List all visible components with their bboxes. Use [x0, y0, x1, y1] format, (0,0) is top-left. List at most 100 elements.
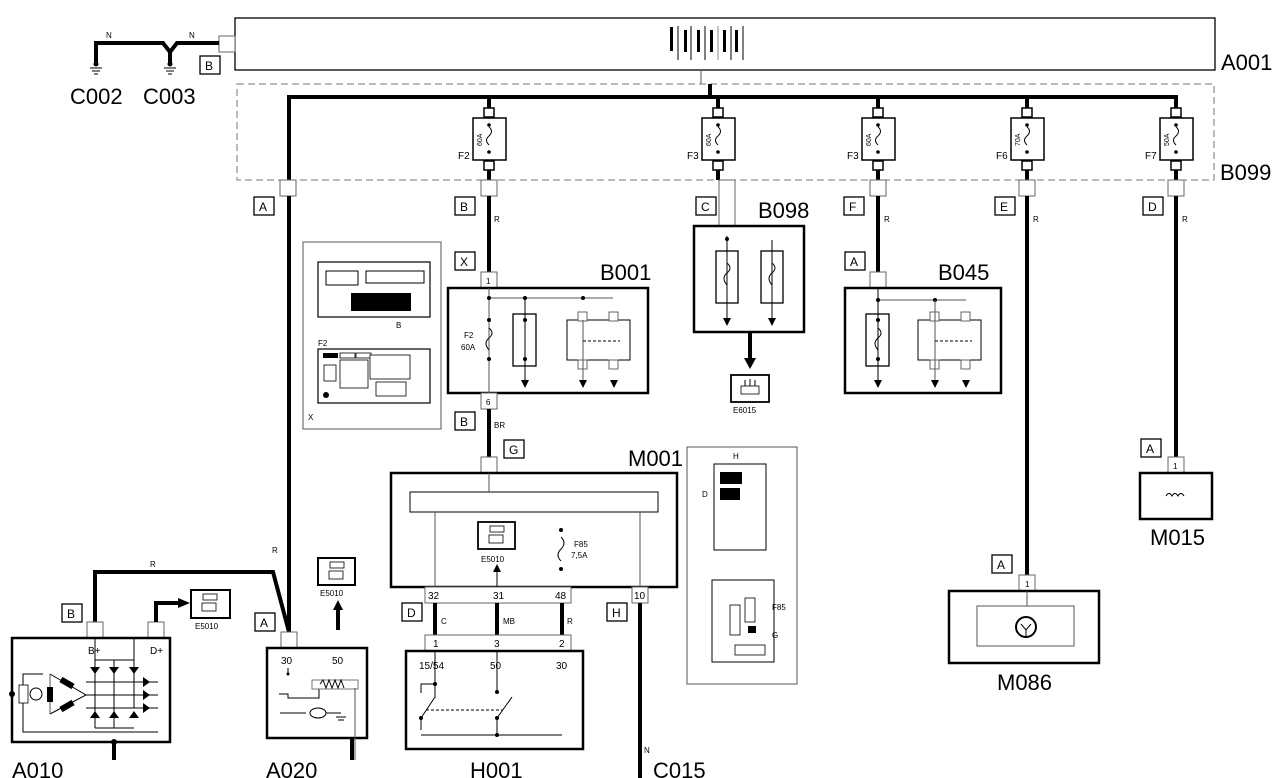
- b099-label[interactable]: B099: [1220, 160, 1271, 185]
- b098-label: B098: [758, 198, 809, 223]
- connector-label-box: [199, 55, 221, 75]
- m015-label: M015: [1150, 525, 1205, 550]
- inset-label: F2: [318, 339, 328, 348]
- component-a001[interactable]: A001: [234, 17, 1272, 75]
- connector-label: H: [612, 606, 621, 620]
- wire-color-label: R: [1182, 215, 1188, 224]
- pin-label: 30: [281, 656, 293, 667]
- pin-label: 10: [634, 591, 646, 602]
- pin-label: 1: [1173, 462, 1178, 471]
- a020-label: A020: [266, 758, 317, 778]
- fuse-rating: 60A: [461, 343, 476, 352]
- connector-label: D: [407, 606, 416, 620]
- inset-label: H: [733, 452, 739, 461]
- component-a020[interactable]: 30 50: [265, 646, 369, 760]
- connector-label: C: [701, 200, 710, 214]
- fuse-f6[interactable]: 70A F6: [996, 97, 1045, 180]
- fuse-label: F2: [464, 331, 474, 340]
- inset-label: G: [772, 631, 778, 640]
- starter-icon: [201, 593, 218, 612]
- c015-label: C015: [653, 758, 706, 778]
- wire-color-label: N: [106, 31, 112, 40]
- pin-label: 31: [493, 591, 505, 602]
- a010-label: A010: [12, 758, 63, 778]
- pin-label: 48: [555, 591, 567, 602]
- alternator-feed-wire: [93, 570, 291, 633]
- connector-label: B: [205, 59, 213, 73]
- b001-label: B001: [600, 260, 651, 285]
- pin-label: D+: [150, 646, 163, 657]
- a001-label: A001: [1221, 50, 1272, 75]
- wire-color-label: BR: [494, 421, 505, 430]
- fuse-rating: 70A: [1015, 133, 1022, 146]
- starter-icon: [488, 525, 505, 544]
- wire-color-label: R: [494, 215, 500, 224]
- pin-label: 2: [559, 639, 565, 650]
- m001-label: M001: [628, 446, 683, 471]
- component-b098[interactable]: B098: [692, 198, 809, 334]
- pin-label: 32: [428, 591, 440, 602]
- glow-plug-warning-icon: [1165, 493, 1185, 497]
- pin-label: B+: [88, 646, 101, 657]
- h001-label: H001: [470, 758, 523, 778]
- fuse-label: F85: [574, 540, 588, 549]
- connector: [279, 179, 297, 197]
- connector-label: A: [259, 200, 267, 214]
- wire-color-label: C: [441, 617, 447, 626]
- connector-label: G: [509, 443, 518, 457]
- battery-icon: [670, 26, 744, 60]
- connector-label: A: [1146, 442, 1154, 456]
- connector-label: X: [460, 255, 468, 269]
- component-m086[interactable]: M086: [947, 589, 1101, 695]
- connector-label: D: [1148, 200, 1157, 214]
- inset-label: B: [396, 321, 401, 330]
- c003-label: C003: [143, 84, 196, 109]
- fuse-label: F3: [687, 151, 699, 162]
- pin-label: 1: [1025, 580, 1030, 589]
- component-b001[interactable]: X 1 B001 F2 60A 6: [446, 251, 651, 410]
- component-h001[interactable]: 15/54 50 30: [404, 649, 585, 751]
- starter-icon: [328, 561, 345, 580]
- component-a010[interactable]: B+ D+: [9, 636, 172, 760]
- connector-label: B: [67, 607, 75, 621]
- inset-label: F85: [772, 603, 786, 612]
- symbol-label: E5010: [195, 622, 219, 631]
- component-m001[interactable]: M001 E5010 F85 7,5A: [389, 446, 683, 589]
- ground-icon: [164, 61, 176, 75]
- inset-label: D: [702, 490, 708, 499]
- connector-label: A: [997, 558, 1005, 572]
- component-m015[interactable]: M015: [1138, 471, 1214, 550]
- pin-label: 50: [332, 656, 344, 667]
- b045-label: B045: [938, 260, 989, 285]
- glow-plug-icon: [740, 379, 760, 395]
- fuse-label: F7: [1145, 151, 1157, 162]
- fuse-label: F3: [847, 151, 859, 162]
- pin-label: 1: [486, 277, 491, 286]
- component-e6015[interactable]: E6015: [730, 374, 770, 415]
- terminal-label: 15/54: [419, 661, 444, 672]
- fuse-f3[interactable]: 60A F3: [687, 97, 736, 180]
- fuse-label: F6: [996, 151, 1008, 162]
- wire-color-label: R: [272, 546, 278, 555]
- inset-label: X: [308, 413, 314, 422]
- pin-label: 1: [433, 639, 439, 650]
- ground-icon: [90, 61, 102, 75]
- fuse-rating: 60A: [866, 133, 873, 146]
- connector-label: E: [1000, 200, 1008, 214]
- fuse-rating: 60A: [706, 133, 713, 146]
- c002-label: C002: [70, 84, 123, 109]
- m001-location-inset: H D F85 G: [686, 446, 798, 685]
- pin-label: 6: [486, 398, 491, 407]
- e6015-label: E6015: [733, 406, 757, 415]
- wire-color-label: R: [884, 215, 890, 224]
- fuse-rating: 60A: [477, 133, 484, 146]
- connector-label: B: [460, 415, 468, 429]
- component-b045[interactable]: A B045: [843, 251, 1003, 395]
- fuse-f3[interactable]: 60A F3: [847, 97, 896, 180]
- wire-color-label: R: [567, 617, 573, 626]
- a001-connector-b: [218, 35, 236, 53]
- wire-color-label: MB: [503, 617, 515, 626]
- ground-wire: [94, 41, 219, 64]
